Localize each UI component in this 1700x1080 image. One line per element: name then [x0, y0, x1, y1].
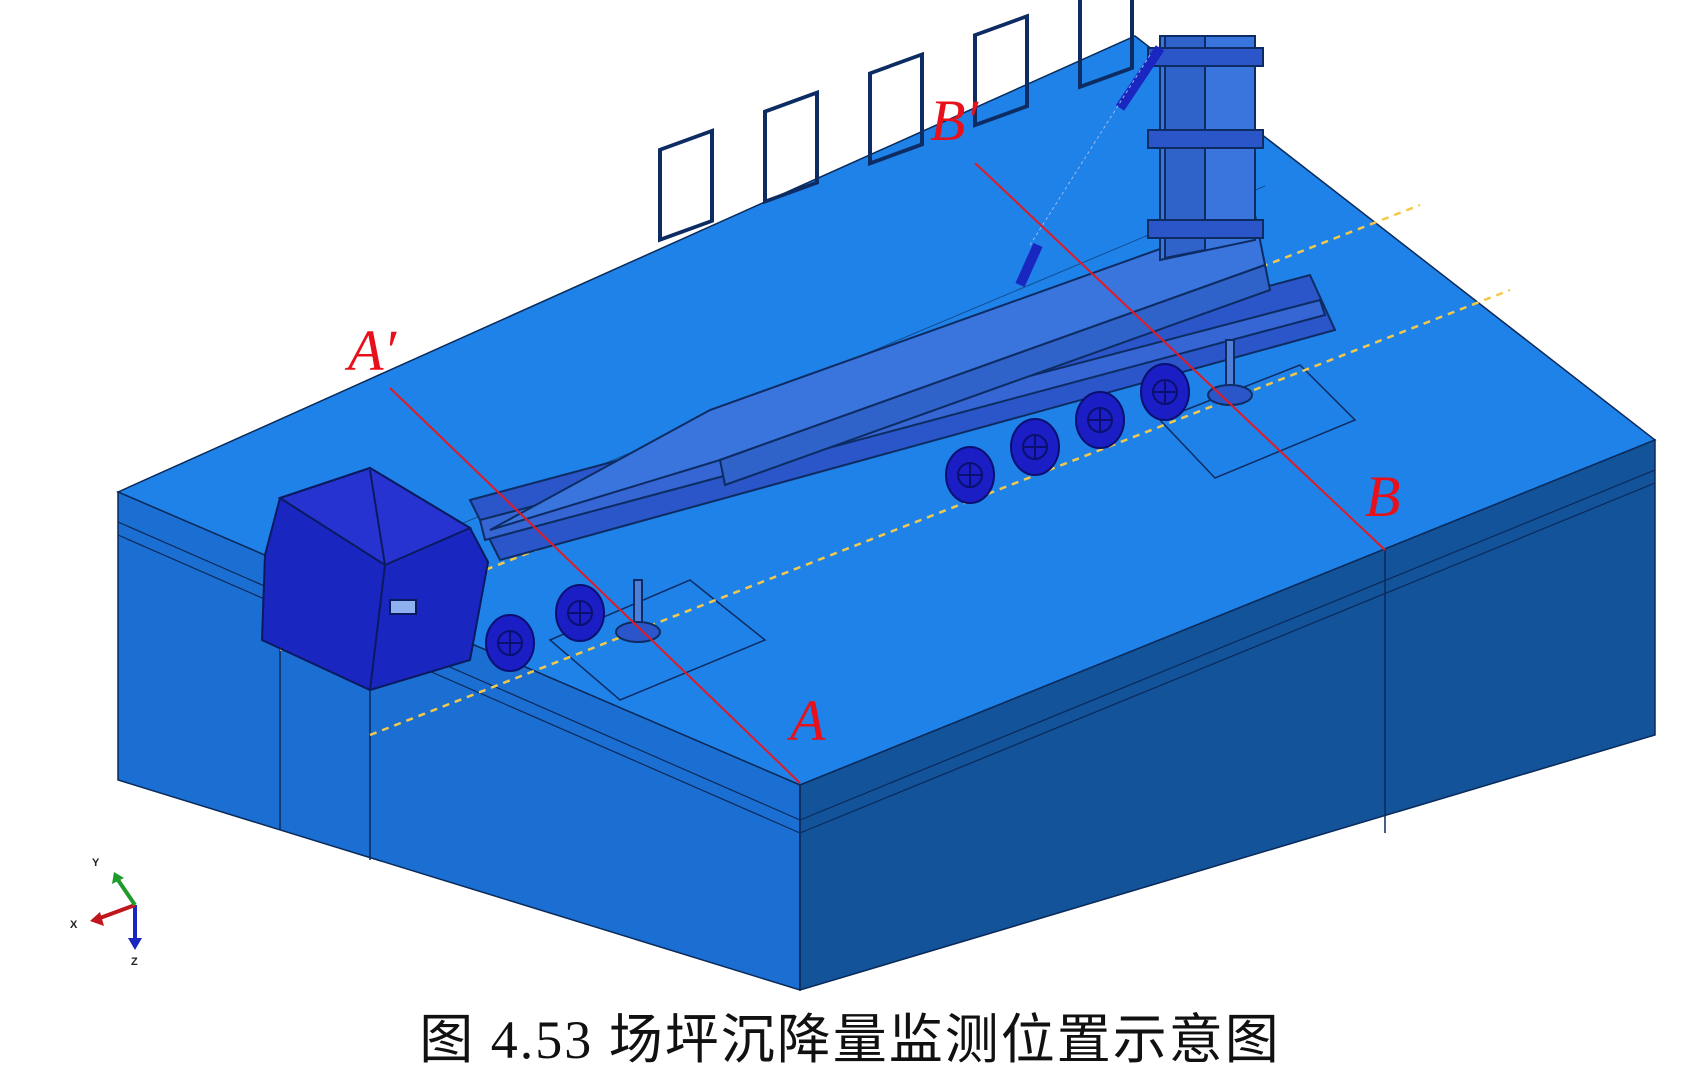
transporter-vehicle — [468, 0, 1337, 643]
axis-triad: Y X Z — [70, 857, 142, 968]
cab — [260, 466, 490, 692]
wheel — [485, 614, 535, 672]
outrigger-pads — [548, 364, 1357, 701]
wheel — [1010, 418, 1060, 476]
label-b-prime: B′ — [930, 88, 979, 153]
label-a: A — [786, 688, 826, 753]
section-line-bb — [974, 162, 1386, 551]
axis-z-label: Z — [131, 956, 138, 968]
axis-x-label: X — [70, 919, 78, 931]
label-a-prime: A′ — [344, 318, 397, 383]
wheel — [555, 584, 605, 642]
wheel — [1075, 391, 1125, 449]
erector-mast — [1015, 35, 1264, 288]
settlement-monitoring-diagram: A′ A B′ B Y X Z — [70, 0, 1657, 992]
label-b: B — [1365, 464, 1400, 529]
axis-y-label: Y — [92, 857, 100, 869]
wheels — [485, 363, 1190, 672]
figure-caption: 图 4.53 场坪沉降量监测位置示意图 — [419, 1010, 1281, 1070]
section-line-aa — [389, 387, 801, 784]
erector-beam — [489, 213, 1267, 531]
wheel — [945, 446, 995, 504]
wheel — [1140, 363, 1190, 421]
